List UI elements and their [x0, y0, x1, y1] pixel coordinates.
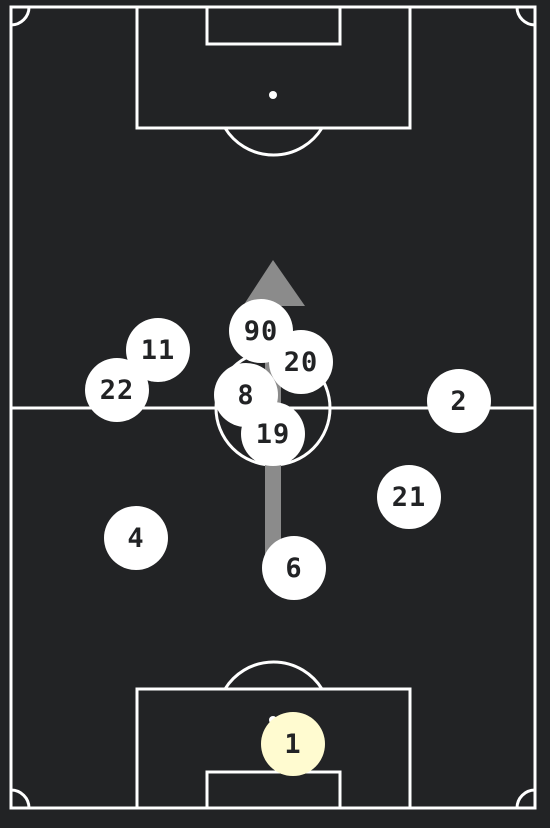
player-number: 90	[243, 315, 279, 347]
corner-arc-bottom-right	[515, 788, 536, 809]
bottom-penalty-arc	[223, 660, 324, 690]
arrow-head	[243, 260, 305, 306]
top-penalty-box	[135, 5, 412, 130]
top-penalty-spot	[269, 91, 277, 99]
player-number: 1	[284, 728, 302, 760]
player-2[interactable]: 2	[427, 369, 491, 433]
player-number: 8	[237, 379, 255, 411]
top-penalty-arc	[223, 127, 324, 157]
player-22[interactable]: 22	[85, 358, 149, 422]
player-number: 22	[99, 374, 135, 406]
top-goal-box	[205, 5, 342, 46]
player-20[interactable]: 20	[269, 330, 333, 394]
corner-arc-top-left	[10, 6, 31, 27]
player-number: 21	[391, 481, 427, 513]
player-number: 11	[140, 334, 176, 366]
player-1-goalkeeper[interactable]: 1	[261, 712, 325, 776]
player-6[interactable]: 6	[262, 536, 326, 600]
player-4[interactable]: 4	[104, 506, 168, 570]
player-number: 6	[285, 552, 303, 584]
player-11[interactable]: 11	[126, 318, 190, 382]
corner-arc-bottom-left	[10, 788, 31, 809]
player-number: 2	[450, 385, 468, 417]
bottom-goal-box	[205, 770, 342, 810]
player-number: 4	[127, 522, 145, 554]
player-19[interactable]: 19	[241, 402, 305, 466]
corner-arc-top-right	[515, 6, 536, 27]
player-number: 19	[255, 418, 291, 450]
player-number: 20	[283, 346, 319, 378]
player-21[interactable]: 21	[377, 465, 441, 529]
